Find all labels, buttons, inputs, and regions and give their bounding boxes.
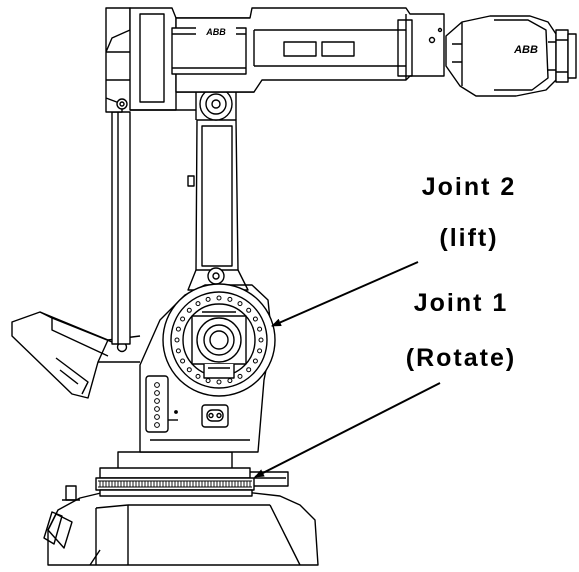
bolt-hole [180, 358, 186, 364]
robot-base [43, 485, 319, 566]
bolt-hole [246, 367, 252, 373]
svg-text:ABB: ABB [205, 27, 226, 37]
bolt-hole [216, 295, 222, 301]
abb-logo-upper-arm: ABB [196, 26, 236, 37]
bolt-hole [252, 316, 258, 322]
bolt-hole [227, 296, 233, 302]
bolt-hole [175, 326, 181, 332]
joint2-desc-label: (lift) [439, 224, 499, 252]
bolt-hole [195, 373, 201, 379]
bolt-hole [252, 358, 258, 364]
joint2-name-label: Joint 2 [421, 173, 517, 201]
bolt-hole [186, 307, 192, 313]
shoulder-housing [105, 7, 255, 113]
joint2-housing [162, 283, 276, 397]
bolt-hole [237, 301, 243, 307]
joint1-arrow [254, 382, 441, 478]
bolt-hole [195, 301, 201, 307]
bolt-hole [246, 307, 252, 313]
bolt-hole [257, 348, 263, 354]
svg-text:ABB: ABB [513, 44, 538, 56]
joint2-arrow [271, 261, 419, 327]
upper-arm [171, 7, 445, 93]
turntable [95, 451, 289, 497]
bolt-hole [257, 326, 263, 332]
bolt-hole [186, 367, 192, 373]
lower-arm [187, 87, 249, 291]
bolt-hole [205, 296, 211, 302]
joint1-desc-label: (Rotate) [405, 344, 517, 372]
wrist [445, 15, 577, 97]
joint1-name-label: Joint 1 [413, 289, 509, 317]
bolt-hole [216, 379, 222, 385]
abb-logo-wrist: ABB [513, 44, 538, 56]
bolt-hole [258, 337, 264, 343]
counterweight-arm [11, 111, 141, 399]
bolt-hole [180, 316, 186, 322]
bolt-hole [175, 348, 181, 354]
bolt-hole [174, 337, 180, 343]
bolt-hole [237, 373, 243, 379]
